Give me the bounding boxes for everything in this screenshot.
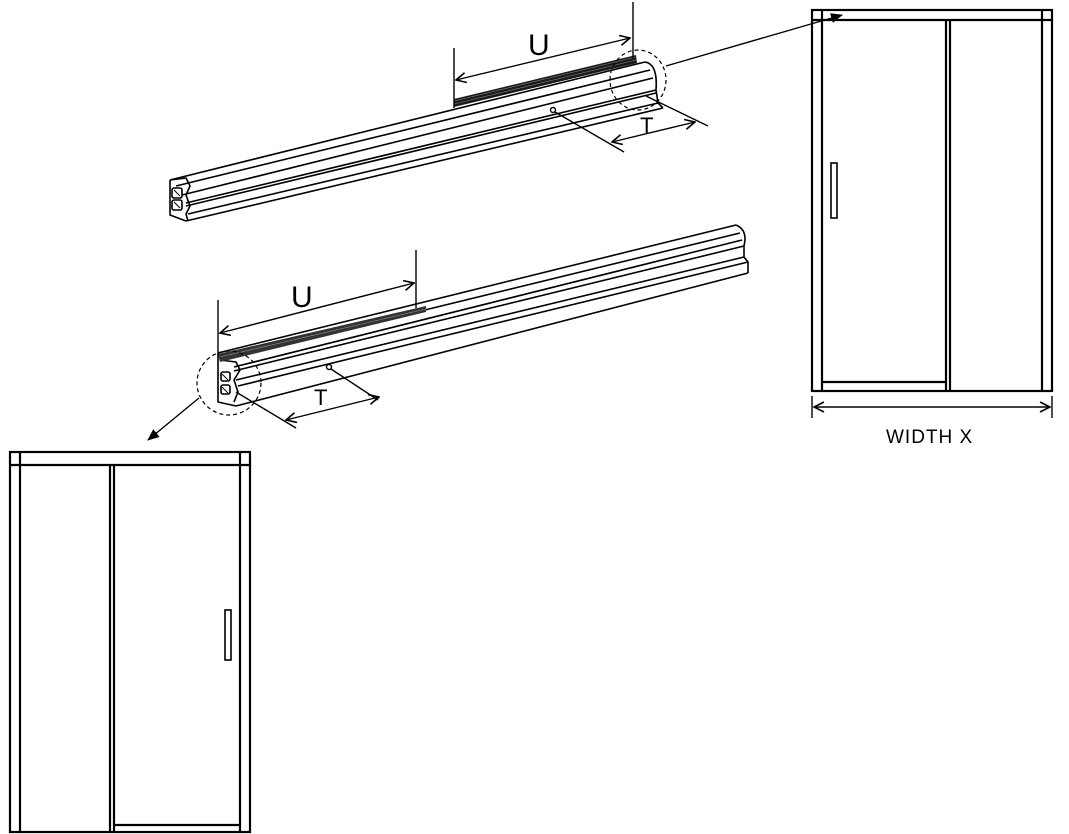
width-x-label: WIDTH X <box>886 427 973 448</box>
bottom-t-label: T <box>314 385 327 410</box>
right-door-frame <box>810 8 1054 393</box>
top-u-label: U <box>528 29 550 62</box>
bottom-u-label: U <box>291 281 313 314</box>
top-t-label: T <box>640 113 653 138</box>
right-door-handle <box>830 162 838 219</box>
bottom-track-profile <box>217 224 749 407</box>
left-door-frame <box>8 450 252 834</box>
top-dimension-u <box>453 2 634 108</box>
top-callout-arrow <box>665 13 843 67</box>
top-callout-circle <box>609 49 667 111</box>
top-dimension-t <box>549 95 709 153</box>
bottom-dimension-u <box>217 250 417 355</box>
top-track-strip <box>454 55 637 107</box>
width-dimension <box>811 396 1053 418</box>
left-door-handle <box>224 609 232 661</box>
bottom-dimension-t <box>235 363 379 429</box>
bottom-callout-circle <box>196 350 262 416</box>
bottom-callout-arrow <box>147 397 200 441</box>
bottom-track-strip <box>218 306 426 362</box>
top-track-profile <box>169 61 664 222</box>
